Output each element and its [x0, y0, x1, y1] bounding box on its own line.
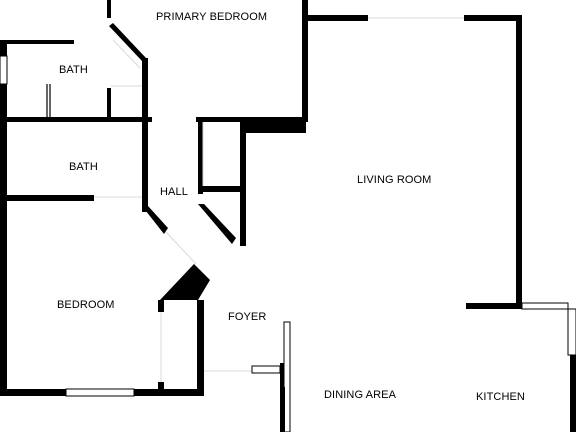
room-label-primary-bedroom: PRIMARY BEDROOM — [156, 11, 268, 23]
wall-between-baths — [0, 117, 152, 122]
window-kitchen-top — [521, 302, 569, 310]
wall-hall-closet-mid — [198, 186, 244, 192]
wall-hall-closet-left — [198, 122, 203, 194]
wall-bath-bottom — [0, 195, 94, 201]
room-label-bath-lower: BATH — [69, 161, 98, 173]
window-kitchen-right — [567, 308, 576, 356]
room-label-living-room: LIVING ROOM — [357, 174, 432, 186]
wall-bath-top — [0, 40, 74, 44]
wall-kitchen-right — [570, 355, 576, 432]
wall-primary-corridor — [142, 58, 148, 120]
room-label-foyer: FOYER — [228, 311, 267, 323]
window-dining-left — [283, 321, 291, 432]
wall-bottom-left — [0, 389, 66, 396]
wall-block-primary — [243, 117, 306, 133]
primary-door-arc-line — [112, 39, 141, 69]
wall-foyer-closet-right — [197, 300, 204, 396]
wall-hall-closet-right — [240, 122, 246, 246]
bedroom-door-line — [165, 231, 197, 265]
room-label-dining-area: DINING AREA — [324, 389, 397, 401]
wall-foyer-closet-stub — [158, 382, 164, 392]
wall-bedroom-diagonal — [142, 206, 168, 234]
wall-bath-right — [142, 122, 148, 212]
wall-bottom-right — [134, 389, 204, 396]
room-label-bath-upper: BATH — [59, 64, 88, 76]
wall-left-mid — [0, 84, 7, 396]
window-foyer — [251, 365, 281, 374]
window-bedroom — [65, 388, 135, 397]
wall-left-upper — [0, 40, 7, 56]
wall-living-bottom — [466, 303, 522, 309]
wall-hall-closet-diagonal — [198, 204, 236, 244]
wall-bath-stub — [107, 0, 111, 18]
wall-bath-right-stub — [107, 88, 111, 118]
wall-foyer-triangle — [160, 264, 210, 300]
room-label-hall: HALL — [160, 186, 188, 198]
wall-foyer-closet-left — [158, 300, 164, 312]
room-label-bedroom: BEDROOM — [57, 299, 115, 311]
room-label-kitchen: KITCHEN — [476, 391, 525, 403]
wall-living-right — [516, 15, 522, 307]
wall-primary-right — [302, 0, 308, 122]
window-left-bath — [0, 55, 8, 85]
wall-dining-left — [280, 387, 285, 432]
wall-primary-top-right — [302, 15, 368, 21]
wall-primary-diagonal — [109, 23, 146, 61]
wall-living-top-right — [464, 15, 522, 21]
